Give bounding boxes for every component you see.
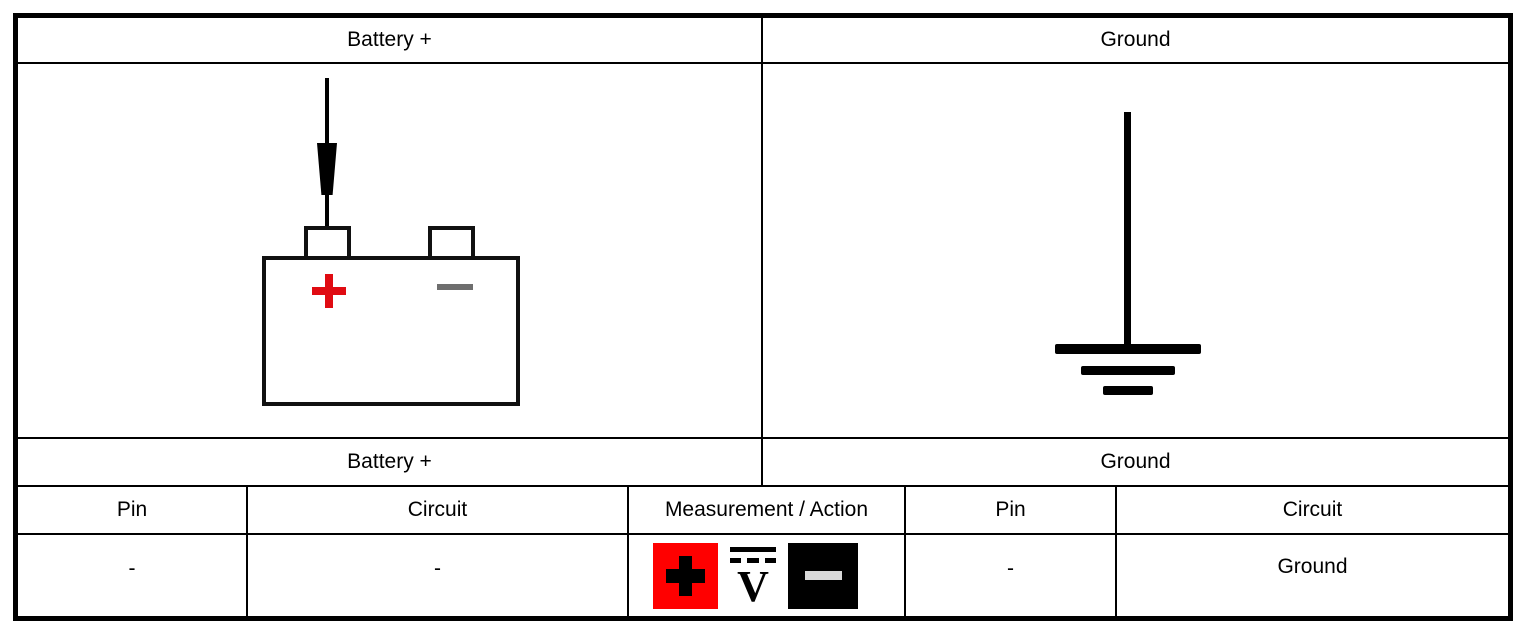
probe-lead-icon [325,193,329,228]
ground-symbol [1055,112,1205,402]
title-battery-plus-label: Battery + [347,28,432,52]
measurement-action-icons: V [653,543,871,609]
table-row: Ground [1117,535,1508,616]
section-ground-label: Ground [1100,450,1171,474]
battery-minus-icon [437,284,473,290]
battery-positive-terminal-icon [304,226,351,258]
probe-wire-icon [325,78,329,146]
title-ground-label: Ground [1100,28,1171,52]
section-battery-plus-label: Battery + [347,450,432,474]
value-left-circuit: - [434,557,441,580]
section-ground: Ground [763,439,1508,485]
header-right-circuit-label: Circuit [1282,498,1343,522]
dc-solid-line [730,547,776,552]
dc-dash-2 [747,558,759,563]
ground-stem-icon [1124,112,1131,348]
table-row: - [18,535,246,616]
probe-tip-icon [317,143,337,195]
ground-bar-3-icon [1103,386,1153,395]
dc-voltage-icon[interactable]: V [725,543,781,609]
rule-left-pin-circuit [246,485,248,616]
battery-negative-terminal-icon [428,226,475,258]
rule-title-center-divider [761,18,763,485]
battery-body-icon [262,256,520,406]
dc-dash-3 [765,558,776,563]
header-left-circuit-label: Circuit [407,498,468,522]
rule-below-title-row [18,62,1508,64]
plus-horizontal-bar [666,569,705,583]
diagram-table-frame: Battery + Ground Battery + Ground Pin Ci… [13,13,1513,621]
black-negative-probe-icon[interactable] [788,543,858,609]
rule-right-pin-circuit [1115,485,1117,616]
table-row: - [248,535,627,616]
header-right-pin: Pin [906,487,1115,533]
section-battery-plus: Battery + [18,439,761,485]
rule-measurement-right-pin [904,485,906,616]
rule-below-header-row [18,533,1508,535]
header-left-pin: Pin [18,487,246,533]
value-right-pin: - [1007,557,1014,580]
header-left-pin-label: Pin [116,498,148,522]
table-row: - [906,535,1115,616]
header-left-circuit: Circuit [248,487,627,533]
title-ground: Ground [763,18,1508,62]
title-battery-plus: Battery + [18,18,761,62]
rule-below-section-row [18,485,1508,487]
ground-bar-2-icon [1081,366,1175,375]
dc-dash-1 [730,558,741,563]
header-right-pin-label: Pin [995,498,1026,522]
voltage-letter-v: V [737,562,769,611]
header-measurement-action-label: Measurement / Action [664,498,869,522]
header-measurement-action: Measurement / Action [629,487,904,533]
header-right-circuit: Circuit [1117,487,1508,533]
value-left-pin: - [128,557,136,580]
minus-bar [805,571,842,580]
rule-circuit-measurement [627,485,629,616]
ground-bar-1-icon [1055,344,1201,354]
battery-plus-icon [312,274,346,308]
red-positive-probe-icon[interactable] [653,543,718,609]
value-right-circuit: Ground [1277,555,1348,578]
rule-below-symbol-row [18,437,1508,439]
battery-symbol [262,78,520,410]
